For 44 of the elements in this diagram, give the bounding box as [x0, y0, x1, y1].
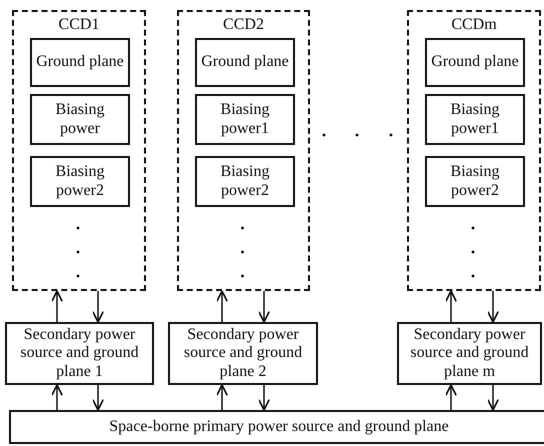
box-label: Biasing power2 [54, 163, 106, 200]
box-label: Biasing power1 [450, 101, 500, 138]
process-box [30, 94, 130, 145]
process-box [397, 322, 542, 385]
box-label: Biasing power1 [220, 101, 270, 138]
process-box [425, 38, 525, 87]
box-label: CCD1 [58, 16, 100, 34]
process-box [5, 322, 154, 385]
process-box [9, 410, 544, 444]
arrow [50, 290, 64, 322]
process-box [425, 94, 525, 145]
arrow [216, 290, 228, 322]
box-label: CCD2 [223, 16, 264, 34]
arrow [444, 384, 458, 410]
box-label: Secondary power source and ground plane 2 [182, 326, 304, 382]
box-label: Secondary power source and ground plane m [409, 326, 530, 382]
box-label: Space-borne primary power source and ground plane [109, 418, 449, 436]
box-label: CCDm [451, 16, 497, 34]
arrow [258, 291, 270, 323]
dashed-group-box [177, 10, 310, 291]
arrow [50, 384, 64, 410]
process-box [195, 94, 295, 145]
arrow [486, 385, 500, 411]
arrow [258, 385, 270, 411]
arrow [486, 291, 500, 323]
arrow [92, 291, 104, 323]
box-label: Ground plane [201, 53, 289, 72]
box-label: Ground plane [36, 53, 124, 72]
box-label: Biasing power2 [450, 163, 500, 200]
process-box [30, 38, 130, 87]
dashed-group-box [12, 10, 146, 291]
box-label: Ground plane [431, 53, 519, 72]
process-box [425, 156, 525, 207]
dashed-group-box [407, 10, 541, 291]
box-label: Biasing power2 [220, 163, 270, 200]
arrow [92, 385, 104, 411]
box-label: Biasing power [54, 101, 106, 138]
process-box [195, 38, 295, 87]
process-box [168, 322, 318, 385]
box-label: Secondary power source and ground plane 1 [19, 326, 140, 382]
arrow [444, 290, 458, 322]
arrow [216, 384, 228, 410]
process-box [30, 156, 130, 207]
process-box [195, 156, 295, 207]
